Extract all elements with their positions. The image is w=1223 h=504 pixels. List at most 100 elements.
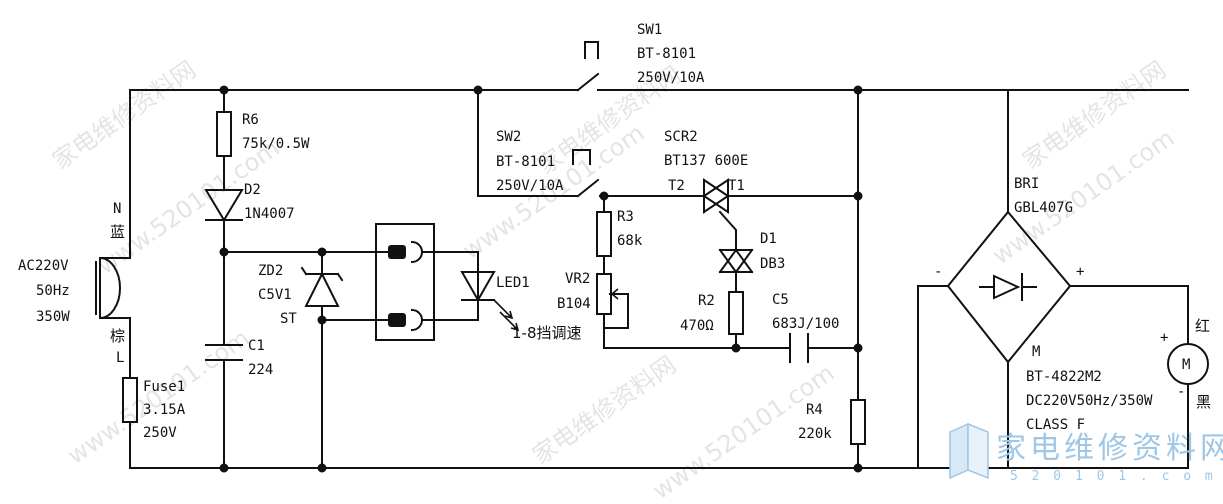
source-power-label: 350W bbox=[36, 309, 70, 325]
bridge-outline bbox=[946, 210, 1072, 364]
optocoupler bbox=[375, 223, 435, 341]
c1-name: C1 bbox=[248, 338, 265, 354]
sw1-part: BT-8101 bbox=[637, 46, 696, 62]
switch-contact bbox=[576, 72, 600, 92]
capacitor-c1: C1 224 bbox=[205, 338, 273, 378]
diac-d1: D1 DB3 bbox=[718, 231, 785, 274]
junction-dot bbox=[853, 191, 863, 201]
capacitor-c5: C5 683J/100 bbox=[772, 292, 839, 363]
resistor-r3: R3 68k bbox=[596, 209, 643, 257]
switch-sw1: SW1 BT-8101 250V/10A bbox=[576, 22, 705, 92]
watermark-text: 家电维修资料网 bbox=[527, 351, 681, 470]
logo-text: 家电维修资料网 bbox=[996, 431, 1223, 466]
fuse-rating: 3.15A bbox=[143, 402, 186, 418]
r6-name: R6 bbox=[242, 112, 259, 128]
junction-dots bbox=[219, 85, 863, 473]
motor: M 红 黑 + - M BT-4822M2 DC220V50Hz/350W CL… bbox=[1026, 317, 1211, 433]
diode-symbol bbox=[204, 189, 244, 222]
neutral-color-label: 蓝 bbox=[110, 223, 125, 241]
r6-value: 75k/0.5W bbox=[242, 136, 310, 152]
motor-black-wire-label: 黑 bbox=[1196, 393, 1211, 411]
resistor-symbol bbox=[850, 399, 866, 445]
motor-symbol bbox=[1167, 343, 1209, 385]
junction-dot bbox=[317, 463, 327, 473]
r3-value: 68k bbox=[617, 233, 643, 249]
potentiometer-vr2: VR2 B104 bbox=[557, 271, 628, 315]
bridge-part: GBL407G bbox=[1014, 200, 1073, 216]
bridge-diode-symbol bbox=[993, 274, 1021, 300]
sw1-name: SW1 bbox=[637, 22, 662, 38]
resistor-symbol bbox=[596, 211, 612, 257]
bridge-plus: + bbox=[1076, 264, 1084, 280]
speed-steps-label: 1-8挡调速 bbox=[512, 324, 582, 342]
r3-name: R3 bbox=[617, 209, 634, 225]
fuse-name: Fuse1 bbox=[143, 379, 185, 395]
d1-name: D1 bbox=[760, 231, 777, 247]
motor-class: CLASS F bbox=[1026, 417, 1085, 433]
led1-name: LED1 bbox=[496, 275, 530, 291]
opto-contact bbox=[388, 245, 406, 259]
sw2-part: BT-8101 bbox=[496, 154, 555, 170]
junction-dot bbox=[853, 463, 863, 473]
site-logo: 家电维修资料网 5 2 0 1 0 1 . c o m bbox=[949, 422, 1223, 484]
scr2-name: SCR2 bbox=[664, 129, 698, 145]
live-color-label: 棕 bbox=[110, 327, 125, 345]
d1-part: DB3 bbox=[760, 256, 785, 272]
resistor-r6: R6 75k/0.5W bbox=[216, 111, 310, 157]
c5-value: 683J/100 bbox=[772, 316, 839, 332]
r2-value: 470Ω bbox=[680, 318, 714, 334]
source-frequency-label: 50Hz bbox=[36, 283, 70, 299]
fuse-voltage: 250V bbox=[143, 425, 177, 441]
zd2-aux-label: ST bbox=[280, 311, 297, 327]
wires bbox=[129, 89, 1189, 469]
zd2-name: ZD2 bbox=[258, 263, 283, 279]
scr2-t2-label: T2 bbox=[668, 178, 685, 194]
junction-dot bbox=[317, 315, 327, 325]
live-label: L bbox=[116, 350, 124, 366]
motor-name: M bbox=[1032, 344, 1040, 360]
resistor-symbol bbox=[216, 111, 232, 157]
d2-name: D2 bbox=[244, 182, 261, 198]
sw2-name: SW2 bbox=[496, 129, 521, 145]
switch-actuator bbox=[572, 149, 591, 165]
book-icon bbox=[949, 422, 969, 480]
motor-symbol-label: M bbox=[1182, 357, 1190, 373]
r2-name: R2 bbox=[698, 293, 715, 309]
logo-url: 5 2 0 1 0 1 . c o m bbox=[1010, 469, 1216, 484]
fuse-symbol bbox=[122, 377, 138, 423]
junction-dot bbox=[731, 343, 741, 353]
bridge-name: BRI bbox=[1014, 176, 1039, 192]
zd2-value: C5V1 bbox=[258, 287, 292, 303]
neutral-label: N bbox=[113, 201, 121, 217]
motor-rating: DC220V50Hz/350W bbox=[1026, 393, 1153, 409]
junction-dot bbox=[473, 85, 483, 95]
triac-scr2: SCR2 BT137 600E T2 T1 bbox=[664, 129, 748, 214]
vr2-name: VR2 bbox=[565, 271, 590, 287]
bridge-rectifier: BRI GBL407G - + bbox=[934, 176, 1084, 364]
motor-plus: + bbox=[1160, 330, 1168, 346]
led-led1: LED1 1-8挡调速 bbox=[460, 271, 582, 342]
switch-actuator bbox=[584, 41, 599, 59]
optocoupler-box bbox=[375, 223, 435, 341]
sw2-rating: 250V/10A bbox=[496, 178, 564, 194]
potentiometer-symbol bbox=[596, 273, 612, 315]
junction-dot bbox=[219, 247, 229, 257]
fuse1: Fuse1 3.15A 250V bbox=[122, 377, 186, 441]
vr2-value: B104 bbox=[557, 296, 591, 312]
motor-red-wire-label: 红 bbox=[1195, 317, 1210, 335]
junction-dot bbox=[219, 463, 229, 473]
diac-symbol bbox=[718, 248, 754, 274]
sw1-rating: 250V/10A bbox=[637, 70, 705, 86]
junction-dot bbox=[853, 343, 863, 353]
junction-dot bbox=[317, 247, 327, 257]
motor-minus: - bbox=[1177, 384, 1185, 400]
source-voltage-label: AC220V bbox=[18, 258, 69, 274]
motor-part: BT-4822M2 bbox=[1026, 369, 1102, 385]
junction-dot bbox=[219, 85, 229, 95]
resistor-r2: R2 470Ω bbox=[680, 291, 744, 335]
junction-dot bbox=[599, 191, 609, 201]
c1-value: 224 bbox=[248, 362, 273, 378]
opto-contact bbox=[388, 313, 406, 327]
junction-dot bbox=[853, 85, 863, 95]
